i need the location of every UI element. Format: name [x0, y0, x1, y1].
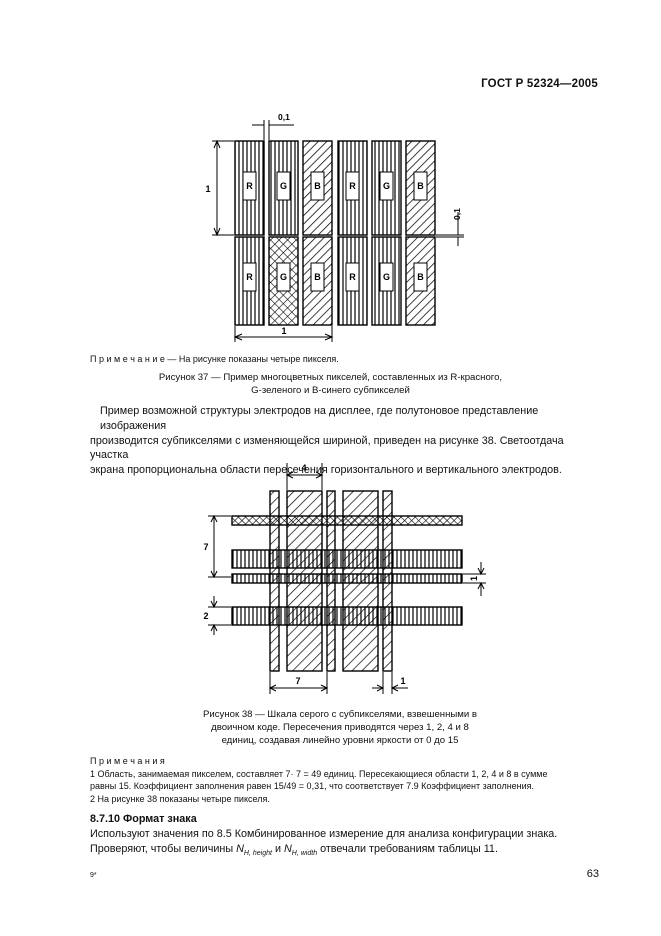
dim-bottom-width-label: 7	[295, 676, 300, 686]
caption-line: двоичном коде. Пересечения приводятся че…	[211, 722, 469, 733]
subscript-width: H, width	[291, 849, 318, 857]
dim-top-gap-label: 0,1	[278, 112, 290, 122]
section-text: отвечали требованиям таблицы 11.	[317, 842, 498, 855]
section-line: Проверяют, чтобы величины NH, height и N…	[90, 842, 610, 862]
top-row-subpixels	[234, 140, 436, 236]
label-bottom-5: G	[383, 272, 390, 282]
dim-bottom-width	[233, 326, 334, 342]
dim-right-small	[463, 562, 486, 596]
caption-line: G-зеленого и B-синего субпикселей	[251, 385, 410, 396]
dim-left-small-label: 2	[203, 611, 208, 621]
dim-top-gap	[252, 120, 294, 140]
section-text: Проверяют, чтобы величины	[90, 842, 237, 855]
notes-line: 2 На рисунке 38 показаны четыре пикселя.	[90, 793, 270, 804]
notes-line: равны 15. Коэффициент заполнения равен 1…	[90, 781, 535, 792]
document-header: ГОСТ Р 52324—2005	[481, 78, 598, 90]
label-top-1: R	[246, 181, 253, 191]
dim-bottom-small	[372, 672, 408, 694]
dim-left-small	[208, 596, 231, 635]
subscript-height: H, height	[243, 849, 272, 857]
dim-left-height-label: 1	[205, 184, 210, 194]
caption-line: единиц, создавая линейно уровни яркости …	[221, 735, 459, 746]
dim-left-height-label: 7	[203, 542, 208, 552]
figure-37-note: П р и м е ч а н и е — На рисунке показан…	[90, 354, 339, 364]
footer-mark: 9*	[90, 872, 97, 879]
figure-37-pixel-diagram: R G B R G B R G B R G B 0,1	[205, 112, 464, 342]
dim-top-width	[285, 463, 324, 490]
caption-line: Рисунок 37 — Пример многоцветных пикселе…	[158, 372, 503, 383]
figure-37-caption: Рисунок 37 — Пример многоцветных пикселе…	[110, 371, 551, 397]
label-top-4: R	[349, 181, 356, 191]
dim-right-gap-label: 0,1	[452, 208, 462, 220]
n-symbol: N	[236, 842, 244, 855]
label-top-6: B	[417, 181, 424, 191]
label-bottom-1: R	[246, 272, 253, 282]
dim-bottom-width-label: 1	[281, 326, 286, 336]
label-bottom-3: B	[314, 272, 321, 282]
section-heading: 8.7.10 Формат знака	[90, 813, 197, 825]
label-top-5: G	[383, 181, 390, 191]
dim-right-small-label: 1	[469, 576, 479, 581]
paragraph-line: Пример возможной структуры электродов на…	[100, 405, 539, 432]
n-symbol: N	[283, 842, 292, 855]
notes-block: П р и м е ч а н и я 1 Область, занимаема…	[90, 755, 610, 805]
label-bottom-4: R	[349, 272, 356, 282]
figure-38-electrode-diagram: 4 7 2 1 7	[203, 463, 486, 694]
label-bottom-2: G	[280, 272, 287, 282]
dim-bottom-small-label: 1	[400, 676, 405, 686]
dim-bottom-width	[268, 672, 329, 694]
notes-title: П р и м е ч а н и я	[90, 756, 165, 766]
body-paragraph: Пример возможной структуры электродов на…	[90, 404, 602, 478]
dim-top-width-label: 4	[301, 463, 306, 473]
label-top-2: G	[280, 181, 287, 191]
label-top-3: B	[314, 181, 321, 191]
horizontal-electrodes	[231, 515, 463, 626]
section-block: 8.7.10 Формат знака Используют значения …	[90, 812, 610, 862]
dim-left-height	[212, 139, 234, 237]
notes-line: 1 Область, занимаемая пикселем, составля…	[90, 768, 548, 779]
section-text: и	[271, 842, 284, 855]
dim-right-gap	[436, 212, 464, 246]
paragraph-line: экрана пропорциональна области пересечен…	[90, 464, 562, 477]
section-line: Используют значения по 8.5 Комбинированн…	[90, 827, 558, 840]
paragraph-line: производится субпикселями с изменяющейся…	[90, 434, 564, 462]
figure-38-caption: Рисунок 38 — Шкала серого с субпикселями…	[190, 708, 490, 747]
caption-line: Рисунок 38 — Шкала серого с субпикселями…	[202, 709, 478, 720]
page-number: 63	[586, 868, 599, 880]
bottom-row-subpixels	[234, 236, 436, 326]
label-bottom-6: B	[417, 272, 424, 282]
dim-left-height	[208, 514, 231, 579]
